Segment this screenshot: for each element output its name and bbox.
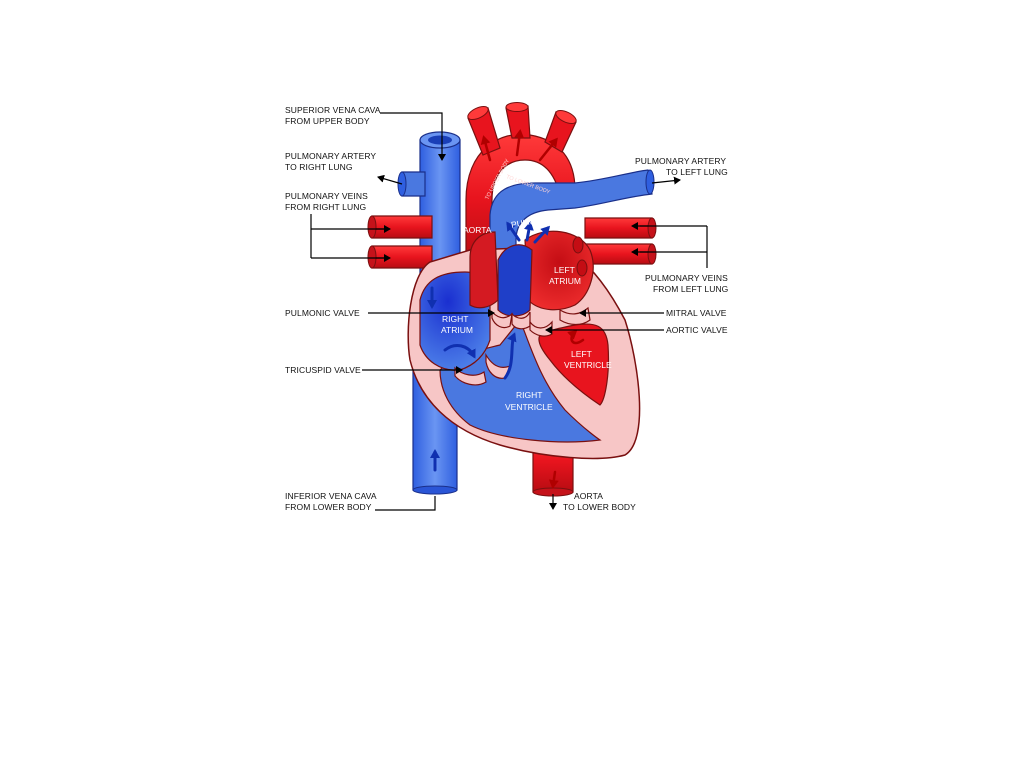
leader-pulmonary-veins-left <box>640 225 708 268</box>
label-superior-vena-cava-1: SUPERIOR VENA CAVA <box>285 105 381 115</box>
pulmonary-vein-opening <box>576 259 588 277</box>
label-pulmonary-artery-right-1: PULMONARY ARTERY <box>285 151 376 161</box>
ascending-aorta <box>469 231 499 309</box>
leader-inferior-vena-cava <box>375 496 436 511</box>
label-aorta-inner: AORTA <box>463 225 492 235</box>
label-pulmonary-artery-left-1: PULMONARY ARTERY <box>635 156 726 166</box>
label-pulmonary-artery-left-2: TO LEFT LUNG <box>666 167 728 177</box>
label-aorta-lower-2: TO LOWER BODY <box>563 502 636 512</box>
label-tricuspid-valve: TRICUSPID VALVE <box>285 365 361 375</box>
label-right-ventricle-2: VENTRICLE <box>505 402 553 412</box>
left-ventricle <box>538 323 610 406</box>
label-right-atrium-1: RIGHT <box>442 314 468 324</box>
label-left-atrium-1: LEFT <box>554 265 575 275</box>
label-inferior-vena-cava-2: FROM LOWER BODY <box>285 502 372 512</box>
pulmonary-vein-opening <box>572 236 584 254</box>
label-right-ventricle-1: RIGHT <box>516 390 542 400</box>
leader-superior-vena-cava <box>380 112 446 161</box>
label-left-ventricle-2: VENTRICLE <box>564 360 612 370</box>
left-pulmonary-veins <box>584 217 657 265</box>
label-pulmonary-veins-left-2: FROM LEFT LUNG <box>653 284 728 294</box>
flow-arrows-red <box>480 129 585 489</box>
label-pulmonic-valve: PULMONIC VALVE <box>285 308 360 318</box>
label-inferior-vena-cava-1: INFERIOR VENA CAVA <box>285 491 377 501</box>
pulmonary-trunk <box>497 244 533 317</box>
label-aortic-valve: AORTIC VALVE <box>666 325 728 335</box>
label-pulmonary-veins-right-1: PULMONARY VEINS <box>285 191 368 201</box>
flow-arrows-blue <box>427 221 551 472</box>
label-pulmonary-veins-left-1: PULMONARY VEINS <box>645 273 728 283</box>
label-pulmonary-artery-right-2: TO RIGHT LUNG <box>285 162 353 172</box>
label-right-atrium-2: ATRIUM <box>441 325 473 335</box>
label-mitral-valve: MITRAL VALVE <box>666 308 727 318</box>
pulmonary-artery-main <box>489 169 655 263</box>
leader-pulmonary-artery-right <box>377 174 403 185</box>
leader-pulmonary-artery-left <box>651 176 681 185</box>
label-aorta-lower-1: AORTA <box>574 491 603 501</box>
label-left-atrium-2: ATRIUM <box>549 276 581 286</box>
label-left-ventricle-1: LEFT <box>571 349 592 359</box>
label-superior-vena-cava-2: FROM UPPER BODY <box>285 116 370 126</box>
label-pulmonary-veins-right-2: FROM RIGHT LUNG <box>285 202 366 212</box>
